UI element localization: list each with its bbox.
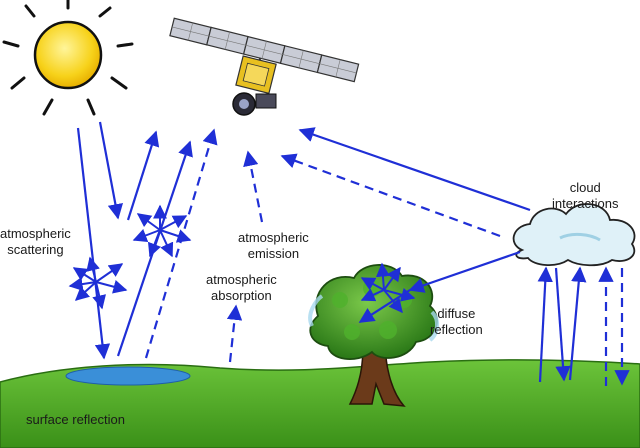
cloud-reflection-arrow: [298, 127, 531, 212]
label-line: emission: [247, 246, 300, 261]
label-surface-reflection: surface reflection: [26, 412, 125, 428]
absorption-arrow: [226, 304, 243, 363]
satellite-icon: [169, 17, 360, 116]
label-line: absorption: [211, 288, 272, 303]
cloud-icon: [512, 203, 636, 267]
cloud-to-tree-arrow: [408, 250, 521, 293]
sun-icon: [2, 0, 134, 116]
label-atmospheric-scattering: atmospheric scattering: [0, 226, 71, 258]
scattering-starburst: [132, 204, 192, 258]
label-line: diffuse: [437, 306, 476, 321]
label-diffuse-reflection: diffuse reflection: [430, 306, 483, 338]
label-line: reflection: [430, 322, 483, 337]
scattering-starburst: [68, 256, 128, 310]
cloud-vertical-arrow: [537, 266, 553, 383]
cloud-vertical-arrow: [568, 266, 587, 381]
label-atmospheric-emission: atmospheric emission: [238, 230, 309, 262]
cloud-emission-arrow: [280, 153, 501, 238]
emission-arrow: [144, 128, 218, 359]
cloud-vertical-arrow: [554, 267, 571, 382]
scattering-starburst: [360, 262, 416, 314]
reflected-arrow: [126, 130, 160, 221]
label-line: surface reflection: [26, 412, 125, 427]
label-atmospheric-absorption: atmospheric absorption: [206, 272, 277, 304]
water-pond: [65, 366, 191, 386]
label-line: scattering: [7, 242, 64, 257]
sunlight-arrow: [76, 127, 111, 360]
label-line: interactions: [552, 196, 619, 211]
label-line: cloud: [569, 180, 601, 195]
label-line: atmospheric: [238, 230, 309, 245]
sunlight-arrow: [98, 121, 124, 220]
emission-arrow: [243, 150, 264, 223]
label-line: atmospheric: [0, 226, 71, 241]
label-cloud-interactions: cloud interactions: [552, 180, 618, 212]
label-line: atmospheric: [206, 272, 277, 287]
